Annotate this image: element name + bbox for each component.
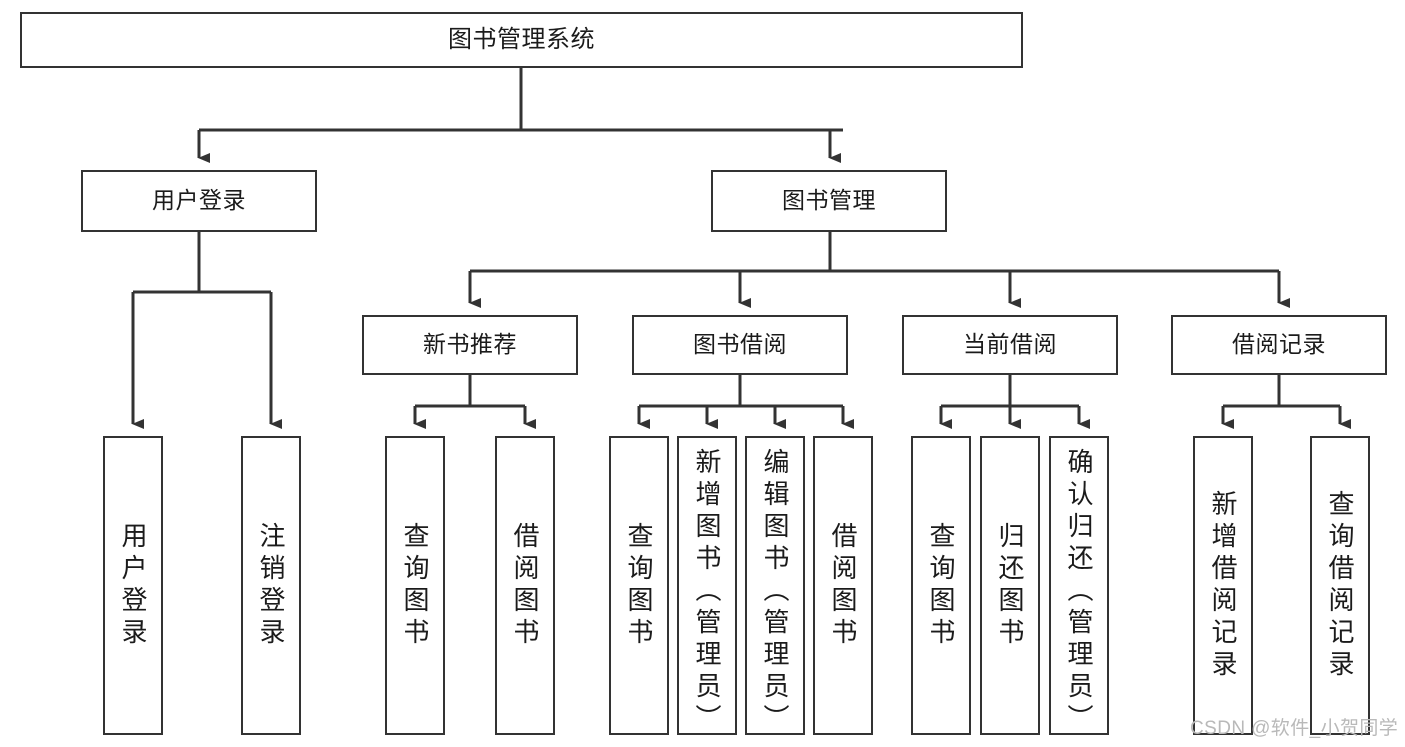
node-current-borrow[interactable]: 当前借阅 <box>902 315 1118 375</box>
node-leaf-borrow-book-1[interactable]: 借阅图书 <box>495 436 555 735</box>
node-leaf-borrow-book-2[interactable]: 借阅图书 <box>813 436 873 735</box>
node-label: 编辑图书（管理员） <box>760 448 790 736</box>
node-borrow-record[interactable]: 借阅记录 <box>1171 315 1387 375</box>
node-label: 图书管理系统 <box>448 25 595 53</box>
node-leaf-user-login[interactable]: 用户登录 <box>103 436 163 735</box>
watermark-text: CSDN @软件_小贺同学 <box>1190 718 1399 739</box>
node-book-manage[interactable]: 图书管理 <box>711 170 947 232</box>
node-label: 归还图书 <box>995 521 1025 650</box>
node-leaf-confirm-return[interactable]: 确认归还（管理员） <box>1049 436 1109 736</box>
node-leaf-logout[interactable]: 注销登录 <box>241 436 301 735</box>
node-label: 确认归还（管理员） <box>1064 448 1094 736</box>
node-label: 注销登录 <box>256 521 286 650</box>
node-label: 新增借阅记录 <box>1208 489 1238 682</box>
node-new-book-rec[interactable]: 新书推荐 <box>362 315 578 375</box>
node-label: 借阅记录 <box>1232 331 1326 358</box>
node-label: 新书推荐 <box>423 331 517 358</box>
node-label: 图书管理 <box>782 187 876 214</box>
node-leaf-query-book-2[interactable]: 查询图书 <box>609 436 669 735</box>
node-label: 新增图书（管理员） <box>692 448 722 736</box>
node-label: 用户登录 <box>118 521 148 650</box>
node-user-login[interactable]: 用户登录 <box>81 170 317 232</box>
node-label: 借阅图书 <box>828 521 858 650</box>
node-label: 当前借阅 <box>963 331 1057 358</box>
node-label: 查询图书 <box>400 521 430 650</box>
node-label: 查询图书 <box>926 521 956 650</box>
node-leaf-add-record[interactable]: 新增借阅记录 <box>1193 436 1253 735</box>
node-label: 图书借阅 <box>693 331 787 358</box>
node-label: 用户登录 <box>152 187 246 214</box>
node-label: 借阅图书 <box>510 521 540 650</box>
node-root-system[interactable]: 图书管理系统 <box>20 12 1023 68</box>
node-label: 查询借阅记录 <box>1325 489 1355 682</box>
node-leaf-add-book[interactable]: 新增图书（管理员） <box>677 436 737 736</box>
node-leaf-query-record[interactable]: 查询借阅记录 <box>1310 436 1370 735</box>
node-label: 查询图书 <box>624 521 654 650</box>
node-leaf-edit-book[interactable]: 编辑图书（管理员） <box>745 436 805 736</box>
node-book-borrow[interactable]: 图书借阅 <box>632 315 848 375</box>
node-leaf-query-book-3[interactable]: 查询图书 <box>911 436 971 735</box>
node-leaf-query-book-1[interactable]: 查询图书 <box>385 436 445 735</box>
node-leaf-return-book[interactable]: 归还图书 <box>980 436 1040 735</box>
